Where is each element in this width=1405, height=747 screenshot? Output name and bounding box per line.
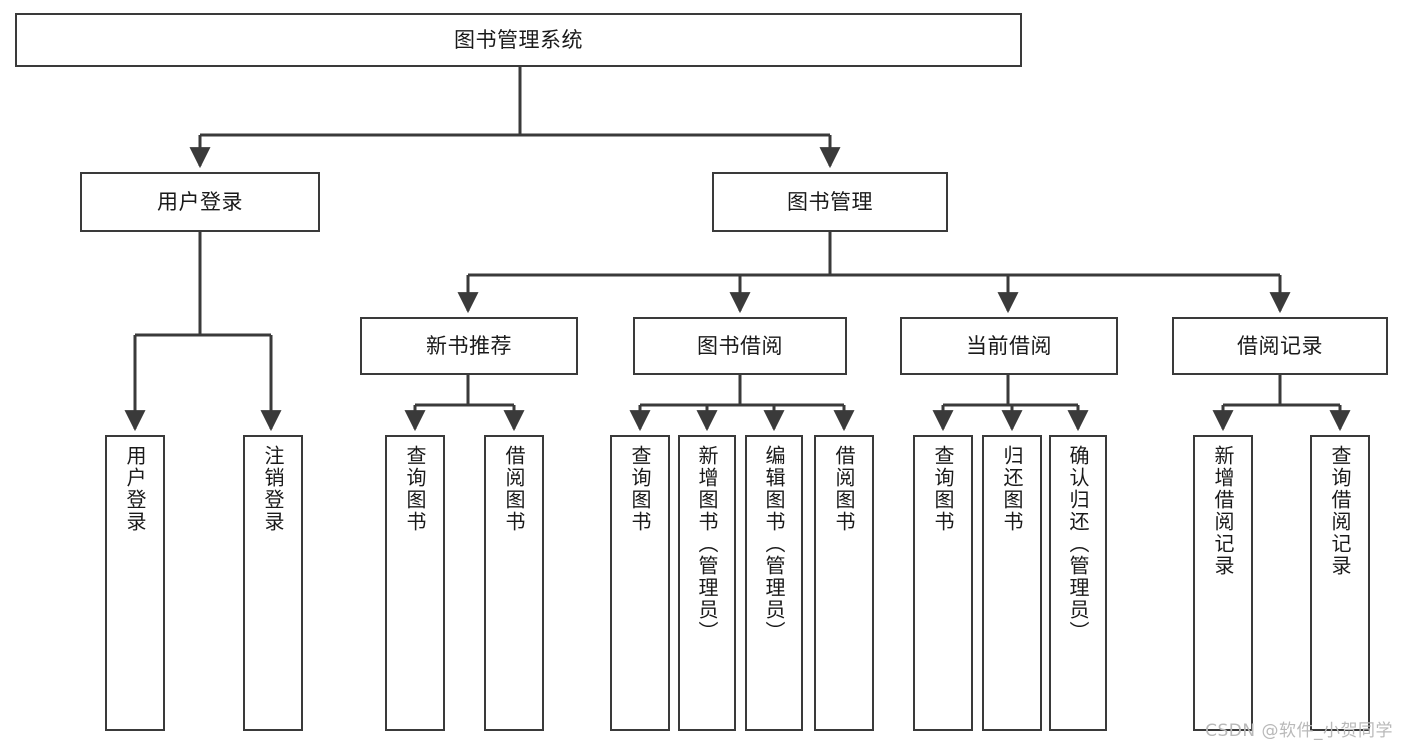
node-new-book-recommend-label: 新书推荐 (426, 333, 512, 358)
leaf-confirm-return-label: 确认归还（管理员） (1066, 445, 1090, 643)
leaf-query-book-1[interactable]: 查询图书 (385, 435, 445, 731)
leaf-borrow-book-2[interactable]: 借阅图书 (814, 435, 874, 731)
node-root[interactable]: 图书管理系统 (15, 13, 1022, 67)
leaf-query-book-3-label: 查询图书 (931, 445, 955, 533)
node-book-borrow[interactable]: 图书借阅 (633, 317, 847, 375)
leaf-query-record-label: 查询借阅记录 (1328, 445, 1352, 577)
leaf-edit-book[interactable]: 编辑图书（管理员） (745, 435, 803, 731)
leaf-logout-label: 注销登录 (261, 445, 285, 533)
leaf-query-book-1-label: 查询图书 (403, 445, 427, 533)
leaf-borrow-book-2-label: 借阅图书 (832, 445, 856, 533)
node-book-borrow-label: 图书借阅 (697, 333, 783, 358)
leaf-borrow-book-1[interactable]: 借阅图书 (484, 435, 544, 731)
leaf-add-book-label: 新增图书（管理员） (695, 445, 719, 643)
node-current-borrow[interactable]: 当前借阅 (900, 317, 1118, 375)
leaf-add-record[interactable]: 新增借阅记录 (1193, 435, 1253, 731)
leaf-user-login[interactable]: 用户登录 (105, 435, 165, 731)
leaf-edit-book-label: 编辑图书（管理员） (762, 445, 786, 643)
node-root-label: 图书管理系统 (454, 27, 583, 52)
leaf-query-book-2-label: 查询图书 (628, 445, 652, 533)
leaf-query-book-2[interactable]: 查询图书 (610, 435, 670, 731)
leaf-borrow-book-1-label: 借阅图书 (502, 445, 526, 533)
leaf-return-book-label: 归还图书 (1000, 445, 1024, 533)
node-borrow-record-label: 借阅记录 (1237, 333, 1323, 358)
leaf-add-book[interactable]: 新增图书（管理员） (678, 435, 736, 731)
leaf-return-book[interactable]: 归还图书 (982, 435, 1042, 731)
leaf-add-record-label: 新增借阅记录 (1211, 445, 1235, 577)
node-user-login-label: 用户登录 (157, 189, 243, 214)
node-book-manage[interactable]: 图书管理 (712, 172, 948, 232)
node-book-manage-label: 图书管理 (787, 189, 873, 214)
node-borrow-record[interactable]: 借阅记录 (1172, 317, 1388, 375)
leaf-query-record[interactable]: 查询借阅记录 (1310, 435, 1370, 731)
leaf-confirm-return[interactable]: 确认归还（管理员） (1049, 435, 1107, 731)
node-current-borrow-label: 当前借阅 (966, 333, 1052, 358)
leaf-logout[interactable]: 注销登录 (243, 435, 303, 731)
leaf-user-login-label: 用户登录 (123, 445, 147, 533)
csdn-watermark: CSDN @软件_小贺同学 (1205, 721, 1393, 741)
node-new-book-recommend[interactable]: 新书推荐 (360, 317, 578, 375)
node-user-login[interactable]: 用户登录 (80, 172, 320, 232)
leaf-query-book-3[interactable]: 查询图书 (913, 435, 973, 731)
